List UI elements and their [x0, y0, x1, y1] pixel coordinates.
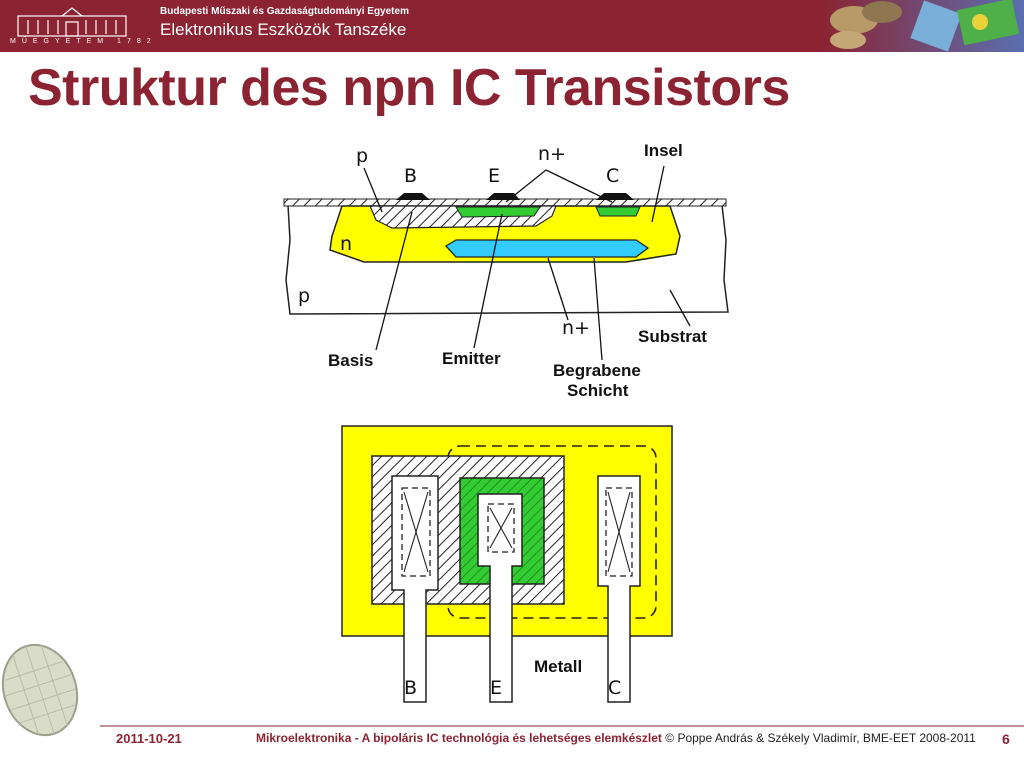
- metal-base-strip: [391, 475, 439, 703]
- footer-authors: © Poppe András & Székely Vladimír, BME-E…: [665, 731, 976, 745]
- footer-course-title: Mikroelektronika - A bipoláris IC techno…: [256, 731, 662, 745]
- label-insel: Insel: [644, 141, 683, 160]
- university-logo: [8, 4, 136, 48]
- collector-nplus: [595, 206, 641, 217]
- wafer-image: [1, 643, 79, 737]
- contact-window-base: [401, 487, 431, 577]
- label-nplus-buried: n+: [562, 317, 590, 339]
- label-p-top: p: [356, 145, 368, 167]
- label-n-region: n: [340, 233, 352, 255]
- header-wafer-image: [820, 0, 1024, 52]
- label-c-top: C: [606, 165, 619, 187]
- layout-terminal-c: C: [608, 677, 621, 699]
- header-bar: MŰEGYETEM 1782 Budapesti Műszaki és Gazd…: [0, 0, 1024, 52]
- label-p-substrate: p: [298, 285, 310, 307]
- layout-terminal-b: B: [404, 677, 417, 699]
- logo-caption: MŰEGYETEM 1782: [10, 38, 157, 45]
- label-basis: Basis: [328, 351, 373, 370]
- cross-section: p B E n+ C n p n+ Insel Substrat Basis E…: [283, 141, 729, 400]
- layout-view: Metall B E C: [341, 425, 673, 703]
- buried-layer: [444, 239, 650, 258]
- base-contact: [396, 193, 430, 200]
- metal-collector-strip: [597, 475, 641, 703]
- contact-window-collector: [605, 487, 633, 577]
- label-metall: Metall: [534, 657, 582, 676]
- oxide-layer: [283, 198, 727, 207]
- footer-bar: [100, 725, 1024, 727]
- label-nplus-top: n+: [538, 143, 566, 165]
- label-begrabene: Begrabene: [553, 361, 641, 380]
- university-name: Budapesti Műszaki és Gazdaságtudományi E…: [160, 6, 409, 17]
- page-number: 6: [1002, 731, 1010, 747]
- label-substrat: Substrat: [638, 327, 707, 346]
- footer-date: 2011-10-21: [116, 731, 182, 746]
- label-b-top: B: [404, 165, 417, 187]
- emitter-region: [455, 206, 541, 218]
- layout-terminal-e: E: [490, 677, 502, 699]
- label-e-top: E: [488, 165, 500, 187]
- slide-title: Struktur des npn IC Transistors: [28, 59, 790, 117]
- label-schicht: Schicht: [567, 381, 629, 400]
- department-name: Elektronikus Eszközök Tanszéke: [160, 20, 407, 39]
- contact-window-emitter: [487, 503, 515, 553]
- footer-course: Mikroelektronika - A bipoláris IC techno…: [256, 731, 976, 745]
- label-emitter: Emitter: [442, 349, 501, 368]
